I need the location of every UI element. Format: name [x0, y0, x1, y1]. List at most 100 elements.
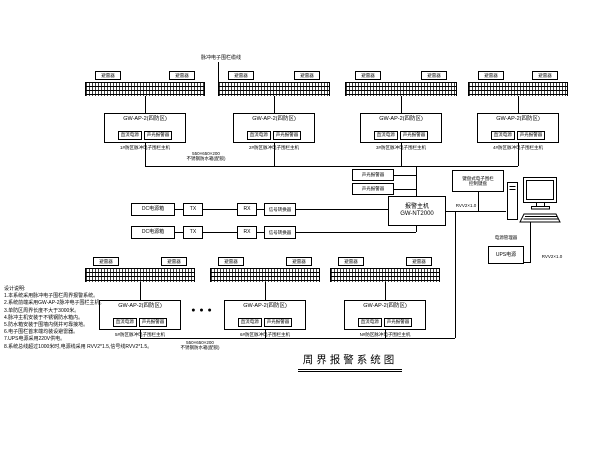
fence-segment — [218, 82, 330, 96]
connector-line — [416, 226, 417, 232]
zone-host-modules: 直流电源 声光报警器 — [237, 318, 293, 327]
zone-caption: N#防区脉冲电子围栏主机 — [330, 332, 440, 337]
lightning-arrester: 避雷器 — [161, 257, 187, 266]
title-underline — [298, 371, 402, 372]
connector-line — [446, 211, 506, 212]
dc-module: 直流电源 — [373, 131, 398, 140]
lightning-arrester: 避雷器 — [421, 71, 447, 80]
lightning-arrester: 避雷器 — [355, 71, 381, 80]
connector-line — [518, 96, 519, 113]
sounder-module: 声光报警器 — [383, 318, 413, 327]
connector-line — [530, 222, 531, 262]
fence-segment — [468, 82, 568, 96]
design-notes: 设计说明: 1.本系统采用脉冲电子围栏周界报警系统。 2.系统前端采用GW-AP… — [4, 286, 214, 351]
rx-box: RX — [237, 226, 257, 239]
lightning-arrester: 避雷器 — [532, 71, 558, 80]
zone-caption: 2#防区脉冲电子围栏主机 — [219, 145, 329, 150]
lightning-arrester: 避雷器 — [294, 71, 320, 80]
enclosure-size: 550×650×200 — [192, 151, 220, 156]
zone-host-modules: 直流电源 声光报警器 — [373, 131, 429, 140]
tx-box: TX — [183, 203, 203, 216]
computer-icon — [506, 176, 564, 228]
zone-caption: 1#防区脉冲电子围栏主机 — [90, 145, 200, 150]
zone-host-box: GW-AP-2(四防区) 直流电源 声光报警器 — [360, 113, 442, 143]
sounder-module: 声光报警器 — [143, 131, 173, 140]
zone-host-box: GW-AP-2(四防区) 直流电源 声光报警器 — [99, 300, 181, 330]
lightning-arrester: 避雷器 — [338, 257, 364, 266]
bus-line — [455, 211, 456, 338]
drawing-title: 周界报警系统图 — [298, 352, 402, 370]
sounder-module: 声光报警器 — [272, 131, 302, 140]
dc-module: 直流电源 — [117, 131, 142, 140]
enclosure-note: 550×650×200 不锈钢防水箱(配锁) — [162, 340, 238, 351]
dc-power-box: DC电源箱 — [131, 226, 175, 239]
connector-line — [394, 175, 416, 176]
lightning-arrester: 避雷器 — [478, 71, 504, 80]
zone-host-modules: 直流电源 声光报警器 — [357, 318, 413, 327]
fence-segment — [85, 268, 195, 282]
zone-host-box: GW-AP-2(四防区) 直流电源 声光报警器 — [344, 300, 426, 330]
zone-host-model: GW-AP-2(四防区) — [379, 116, 423, 122]
bus-line — [416, 166, 417, 196]
keypad-box: 键盘式电子围栏 控制键盘 — [452, 170, 504, 192]
alarm-host-model: GW-NT2000 — [400, 211, 434, 217]
connector-line — [524, 262, 531, 263]
tx-box: TX — [183, 226, 203, 239]
leader-line — [218, 62, 219, 82]
bus-line — [145, 166, 518, 167]
fence-segment — [345, 82, 457, 96]
connector-line — [175, 209, 183, 210]
fence-cable-note: 脉冲电子围栏缆线 — [200, 55, 241, 61]
cable-label: RVV2×1.0 — [541, 254, 563, 259]
notes-header: 设计说明: — [4, 286, 26, 292]
rx-box: RX — [237, 203, 257, 216]
zone-caption: 4#防区脉冲电子围栏主机 — [463, 145, 573, 150]
zone-host-box: GW-AP-2(四防区) 直流电源 声光报警器 — [233, 113, 315, 143]
dc-module: 直流电源 — [246, 131, 271, 140]
enclosure-note: 550×650×200 不锈钢防水箱(配锁) — [168, 151, 244, 162]
fence-segment — [85, 82, 205, 96]
dc-power-box: DC电源箱 — [131, 203, 175, 216]
ups-box: UPS电源 — [488, 246, 524, 264]
zone-host-box: GW-AP-2(四防区) 直流电源 声光报警器 — [477, 113, 559, 143]
connector-line — [175, 232, 183, 233]
lightning-arrester: 避雷器 — [95, 71, 121, 80]
enclosure-type: 不锈钢防水箱(配锁) — [186, 156, 226, 162]
sounder-module: 声光报警器 — [516, 131, 546, 140]
lightning-arrester: 避雷器 — [406, 257, 432, 266]
alarm-host: 报警主机 GW-NT2000 — [388, 196, 446, 226]
connector-line — [394, 189, 416, 190]
keypad-line1: 键盘式电子围栏 — [462, 175, 494, 181]
dc-module: 直流电源 — [112, 318, 137, 327]
cable-label: RVV2×1.0 — [455, 203, 477, 208]
note-item: 3.单防区周界长度不大于3000米。 — [4, 307, 80, 314]
note-item: 2.系统前端采用GW-AP-2脉冲电子围栏主机。 — [4, 300, 105, 307]
dc-module: 直流电源 — [357, 318, 382, 327]
note-item: 6.电子围栏首末端均装设避雷器。 — [4, 329, 79, 336]
converter-box: 信号转换器 — [264, 203, 296, 216]
note-item: 1.本系统采用脉冲电子围栏周界报警系统。 — [4, 293, 99, 300]
connector-line — [518, 143, 519, 166]
zone-caption: 6#防区脉冲电子围栏主机 — [210, 332, 320, 337]
zone-host-model: GW-AP-2(四防区) — [496, 116, 540, 122]
zone-host-modules: 直流电源 声光报警器 — [490, 131, 546, 140]
connector-line — [385, 330, 386, 338]
note-item: 8.系统总线超过1000米时,电源线采用 RVV2*1.5,信号线RVV2*1.… — [4, 343, 153, 350]
lightning-arrester: 避雷器 — [218, 257, 244, 266]
connector-line — [140, 330, 141, 338]
alarm-host-name: 报警主机 — [404, 203, 429, 210]
connector-line — [401, 96, 402, 113]
connector-line — [478, 192, 479, 211]
keypad-line2: 控制键盘 — [469, 181, 487, 186]
zone-host-box: GW-AP-2(四防区) 直流电源 声光报警器 — [224, 300, 306, 330]
connector-line — [296, 232, 416, 233]
lightning-arrester: 避雷器 — [169, 71, 195, 80]
zone-caption: 3#防区脉冲电子围栏主机 — [346, 145, 456, 150]
zone-host-model: GW-AP-2(四防区) — [363, 303, 407, 309]
sounder-box: 声光报警器 — [352, 169, 394, 181]
zone-host-model: GW-AP-2(四防区) — [252, 116, 296, 122]
zones-ellipsis: ● ● ● — [191, 307, 213, 314]
connector-line — [257, 232, 264, 233]
connector-line — [145, 96, 146, 113]
